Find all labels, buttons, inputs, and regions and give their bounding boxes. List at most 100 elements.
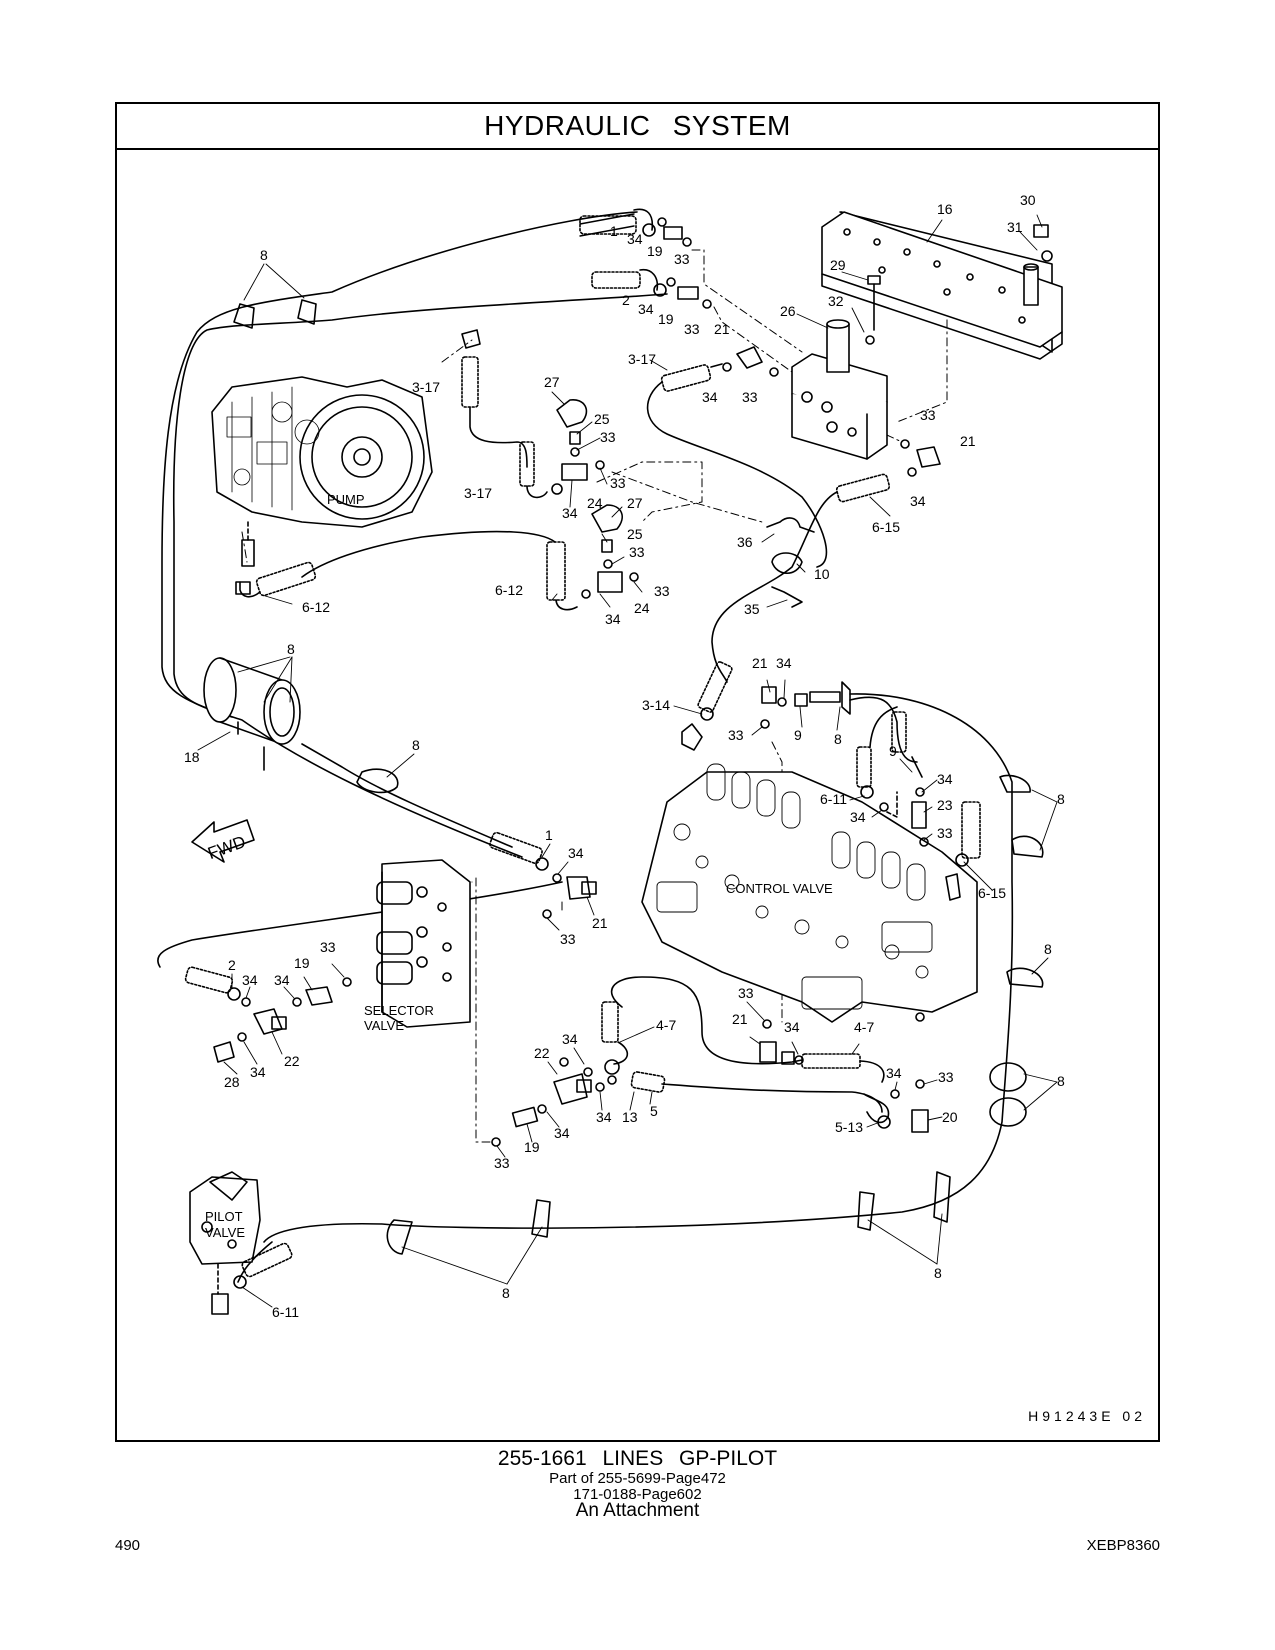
hose-2-sleeve (591, 271, 641, 289)
callout: 6-11 (820, 791, 847, 807)
clamp-10 (771, 552, 803, 575)
callout: 9 (794, 727, 802, 743)
callout: 21 (752, 655, 768, 671)
callout: 34 (596, 1109, 612, 1125)
callout: 3-17 (464, 485, 492, 501)
callout: 8 (1057, 1073, 1065, 1089)
line-6-12 (301, 530, 556, 578)
callout: 36 (737, 534, 753, 550)
label-pump: PUMP (327, 492, 365, 507)
line-5 (661, 1083, 883, 1113)
bolt-30 (1033, 224, 1049, 238)
callout: 6-11 (272, 1304, 299, 1320)
callout: 32 (828, 293, 844, 309)
callout: 9 (889, 743, 897, 759)
clamp-8h (989, 1097, 1027, 1127)
document-id: XEBP8360 (1086, 1537, 1160, 1554)
callout: 34 (562, 505, 578, 521)
callout: 34 (568, 845, 584, 861)
callout: 8 (412, 737, 420, 753)
callout: 26 (780, 303, 796, 319)
callout: 34 (886, 1065, 902, 1081)
callout: 35 (744, 601, 760, 617)
clamp-36 (766, 517, 815, 533)
callout: 19 (294, 955, 310, 971)
cap-27-upper (556, 399, 588, 428)
callout: 25 (627, 526, 643, 542)
callout: 33 (610, 475, 626, 491)
clamp-8l (531, 1199, 551, 1238)
callout: 13 (622, 1109, 638, 1125)
page-number: 490 (115, 1537, 141, 1554)
callout: 1 (610, 223, 618, 239)
callout: 34 (250, 1064, 266, 1080)
callout: 1 (545, 827, 553, 843)
callout: 6-15 (978, 885, 1006, 901)
label-selector-valve-2: VALVE (364, 1018, 404, 1033)
pump-assembly (211, 376, 433, 528)
line-1-upper (161, 211, 638, 718)
line-pilot-valve (237, 1241, 273, 1283)
line-9 (849, 696, 918, 763)
callout: 3-17 (628, 351, 656, 367)
diagram-frame: HYDRAULIC SYSTEM (115, 102, 1160, 1442)
callout: 4-7 (656, 1017, 676, 1033)
callout: 34 (784, 1019, 800, 1035)
callout: 2 (228, 957, 236, 973)
label-pilot-valve-1: PILOT (205, 1209, 243, 1224)
callout: 34 (605, 611, 621, 627)
callout: 33 (742, 389, 758, 405)
callout: 34 (554, 1125, 570, 1141)
callout: 33 (320, 939, 336, 955)
label-selector-valve-1: SELECTOR (364, 1003, 434, 1018)
callout: 34 (776, 655, 792, 671)
callout: 3-17 (412, 379, 440, 395)
filter-18 (203, 657, 301, 771)
callout: 30 (1020, 192, 1036, 208)
callout: 8 (834, 731, 842, 747)
callout: 4-7 (854, 1019, 874, 1035)
hydraulic-diagram: PUMP CONTROL VALVE SELECTOR VALVE PILOT … (157, 192, 1065, 1320)
page-title: HYDRAULIC SYSTEM (484, 110, 791, 141)
callout: 10 (814, 566, 830, 582)
callout: 8 (1057, 791, 1065, 807)
callout: 6-12 (302, 599, 330, 615)
callout: 19 (524, 1139, 540, 1155)
callout: 34 (937, 771, 953, 787)
callout: 33 (600, 429, 616, 445)
line-from-filter (301, 743, 513, 848)
line-right-loop (263, 693, 1014, 1243)
line-3-17-to-6-15 (646, 381, 828, 568)
callout: 8 (260, 247, 268, 263)
line-4-7-lower (610, 976, 803, 1065)
callout: 3-14 (642, 697, 670, 713)
callout: 34 (274, 972, 290, 988)
callout: 19 (647, 243, 663, 259)
callout: 18 (184, 749, 200, 765)
callout: 19 (658, 311, 674, 327)
clamp-8k (386, 1219, 413, 1255)
clamp-35 (771, 586, 803, 608)
callout: 23 (937, 797, 953, 813)
label-pilot-valve-2: VALVE (205, 1225, 245, 1240)
callout: 21 (592, 915, 608, 931)
callout: 8 (1044, 941, 1052, 957)
clamp-8i (857, 1191, 875, 1231)
pilot-valve (189, 1171, 261, 1265)
callout: 21 (714, 321, 730, 337)
callout: 22 (284, 1053, 300, 1069)
clamp-8g (989, 1062, 1027, 1092)
callout: 8 (502, 1285, 510, 1301)
callout: 16 (937, 201, 953, 217)
clamp-8b (297, 299, 317, 325)
title-bar: HYDRAULIC SYSTEM (117, 104, 1158, 150)
callout: 31 (1007, 219, 1023, 235)
line-1-lower (157, 881, 563, 968)
callout: 8 (934, 1265, 942, 1281)
callout: 21 (960, 433, 976, 449)
callout: 28 (224, 1074, 240, 1090)
callout: 33 (654, 583, 670, 599)
callout: 21 (732, 1011, 748, 1027)
callout: 33 (629, 544, 645, 560)
callout: 24 (587, 495, 603, 511)
